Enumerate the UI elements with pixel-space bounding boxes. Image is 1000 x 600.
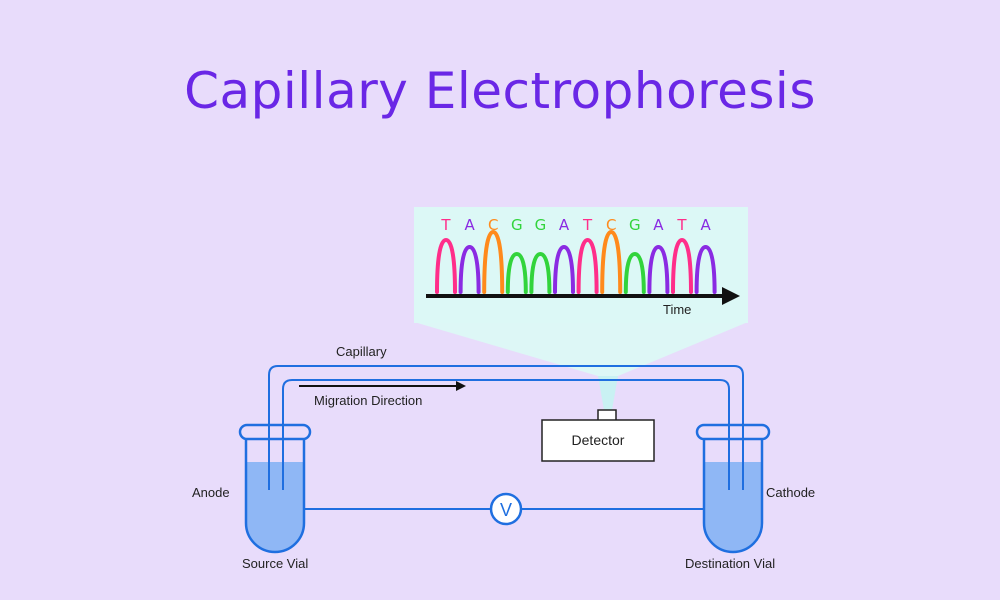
chromatogram-peak [482,229,505,294]
time-label: Time [663,302,691,317]
base-letter: A [464,216,475,234]
page-title: Capillary Electrophoresis [184,62,816,120]
anode-label: Anode [192,485,230,500]
detector-glow [598,376,618,410]
base-letter: C [488,216,498,234]
chromatogram-peak [600,229,623,294]
cathode-label: Cathode [766,485,815,500]
detector-sensor [597,409,617,420]
voltmeter [489,492,523,526]
migration-direction-label: Migration Direction [314,393,422,408]
chromatogram-peak [553,244,575,294]
chromatogram-peaks [435,229,717,294]
chromatogram-peak [529,251,552,294]
time-axis-arrowhead [722,287,740,305]
detector-box [541,419,655,462]
chromatogram-peak [623,251,646,294]
chromatogram-peak [505,251,528,294]
source-vial-label: Source Vial [242,556,308,571]
base-letter: G [511,216,523,234]
detector-label: Detector [572,432,625,448]
base-letter: G [535,216,547,234]
base-letter: A [559,216,570,234]
detector-beam [414,322,748,376]
voltmeter-symbol: V [500,500,512,520]
chromatogram-peak [458,244,481,294]
chromatogram-peak [576,237,599,294]
base-letter: T [582,216,593,234]
base-letter: A [700,216,711,234]
chromatogram-peak [694,244,717,294]
capillary-outer [268,365,744,490]
capillary-label: Capillary [336,344,387,359]
chromatogram-peak [435,237,457,294]
source-vial [238,423,312,554]
base-letter: T [676,216,687,234]
destination-vial-label: Destination Vial [685,556,775,571]
base-letter: C [606,216,616,234]
chromatogram-peak [647,244,670,294]
base-letter: T [440,216,451,234]
base-letter: G [629,216,641,234]
base-letter: A [653,216,664,234]
destination-vial [695,423,771,554]
migration-arrowhead [456,381,466,391]
capillary-inner [282,379,730,490]
chromatogram-peak [671,237,693,294]
